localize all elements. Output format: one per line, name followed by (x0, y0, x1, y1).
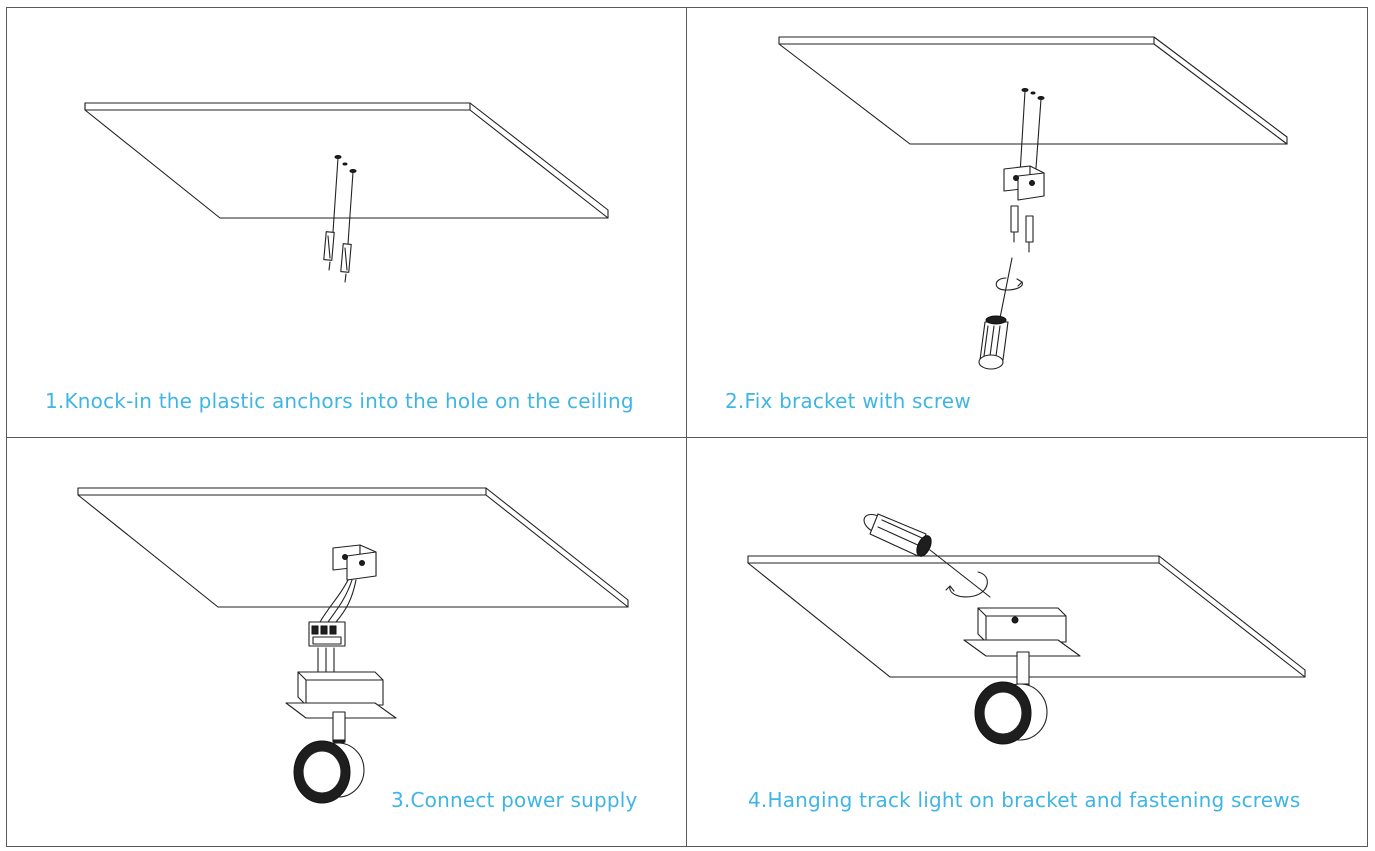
bracket-icon (333, 545, 376, 580)
panel-grid (6, 7, 1368, 847)
step-1-illustration (85, 103, 608, 282)
rotation-arrow-icon (946, 572, 987, 597)
track-light-icon (975, 652, 1047, 744)
step-3-caption: 3.Connect power supply (391, 788, 638, 812)
step-4-illustration (748, 511, 1305, 744)
grid-divider-vertical (686, 7, 687, 847)
grid-divider-horizontal (6, 437, 1368, 438)
rotation-arrow-icon (996, 278, 1022, 290)
bracket-icon (1004, 166, 1044, 200)
ceiling-panel-icon (85, 103, 608, 218)
screwdriver-icon (979, 258, 1012, 369)
step-2-illustration (779, 37, 1287, 369)
step-4-caption: 4.Hanging track light on bracket and fas… (748, 788, 1301, 812)
track-light-icon (294, 712, 364, 803)
step-3-illustration (78, 488, 628, 803)
junction-box-icon (286, 672, 396, 718)
screw-icon (1020, 89, 1044, 183)
junction-box-icon (964, 608, 1080, 656)
step-2-caption: 2.Fix bracket with screw (725, 389, 971, 413)
step-1-caption: 1.Knock-in the plastic anchors into the … (45, 389, 634, 413)
screw-icon (333, 156, 356, 245)
screwdriver-icon (861, 511, 990, 597)
wire-connector-icon (309, 622, 345, 646)
plastic-anchor-icon (1011, 206, 1033, 252)
ceiling-panel-icon (779, 37, 1287, 144)
wires (318, 580, 356, 688)
plastic-anchor-icon (324, 232, 351, 282)
